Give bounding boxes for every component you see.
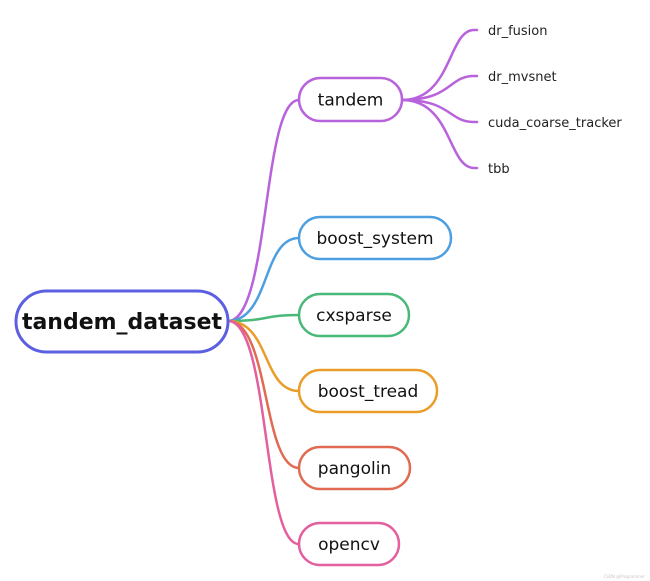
branch-node-box[interactable] [297,445,412,491]
edge-branch-to-leaf [400,98,479,170]
branch-node-box[interactable] [297,368,439,414]
leaf-node-dr-mvsnet[interactable]: dr_mvsnet [488,70,557,85]
root-node-box[interactable] [14,289,230,354]
leaf-node-dr-fusion[interactable]: dr_fusion [488,24,548,39]
watermark-text: CSDN @Programmer [603,574,645,579]
branch-node-box[interactable] [297,292,411,338]
branch-node-label: tandem [318,91,384,111]
branch-node-label: pangolin [318,459,391,479]
edge-branch-to-leaf [400,28,479,102]
leaf-node-tbb[interactable]: tbb [488,162,510,177]
leaf-node-cuda-coarse-tracker[interactable]: cuda_coarse_tracker [488,116,622,131]
branch-node-pangolin[interactable]: pangolin [297,445,412,491]
branch-node-boost-tread[interactable]: boost_tread [297,368,439,414]
branch-node-label: boost_system [316,229,433,249]
edge-branch-to-leaf [400,98,479,124]
branch-node-boost-system[interactable]: boost_system [297,215,453,261]
branch-node-box[interactable] [297,215,453,261]
edge-root-to-branch [226,319,301,393]
branch-node-box[interactable] [297,76,404,123]
branch-node-cxsparse[interactable]: cxsparse [297,292,411,338]
branch-node-label: cxsparse [316,306,392,326]
branch-node-label: opencv [318,535,380,555]
edge-branch-to-leaf [400,74,479,102]
branch-node-tandem[interactable]: tandem [297,76,404,123]
edge-root-to-branch [226,319,301,546]
root-node-label: tandem_dataset [22,310,223,335]
edge-root-to-branch [226,236,301,323]
branch-node-label: boost_tread [318,382,419,402]
edge-root-to-branch [226,313,301,323]
edge-root-to-branch [226,98,301,323]
branch-node-box[interactable] [297,521,401,567]
branch-node-opencv[interactable]: opencv [297,521,401,567]
root-node[interactable]: tandem_dataset [14,289,230,354]
mindmap-edges [226,28,479,546]
edge-root-to-branch [226,319,301,470]
